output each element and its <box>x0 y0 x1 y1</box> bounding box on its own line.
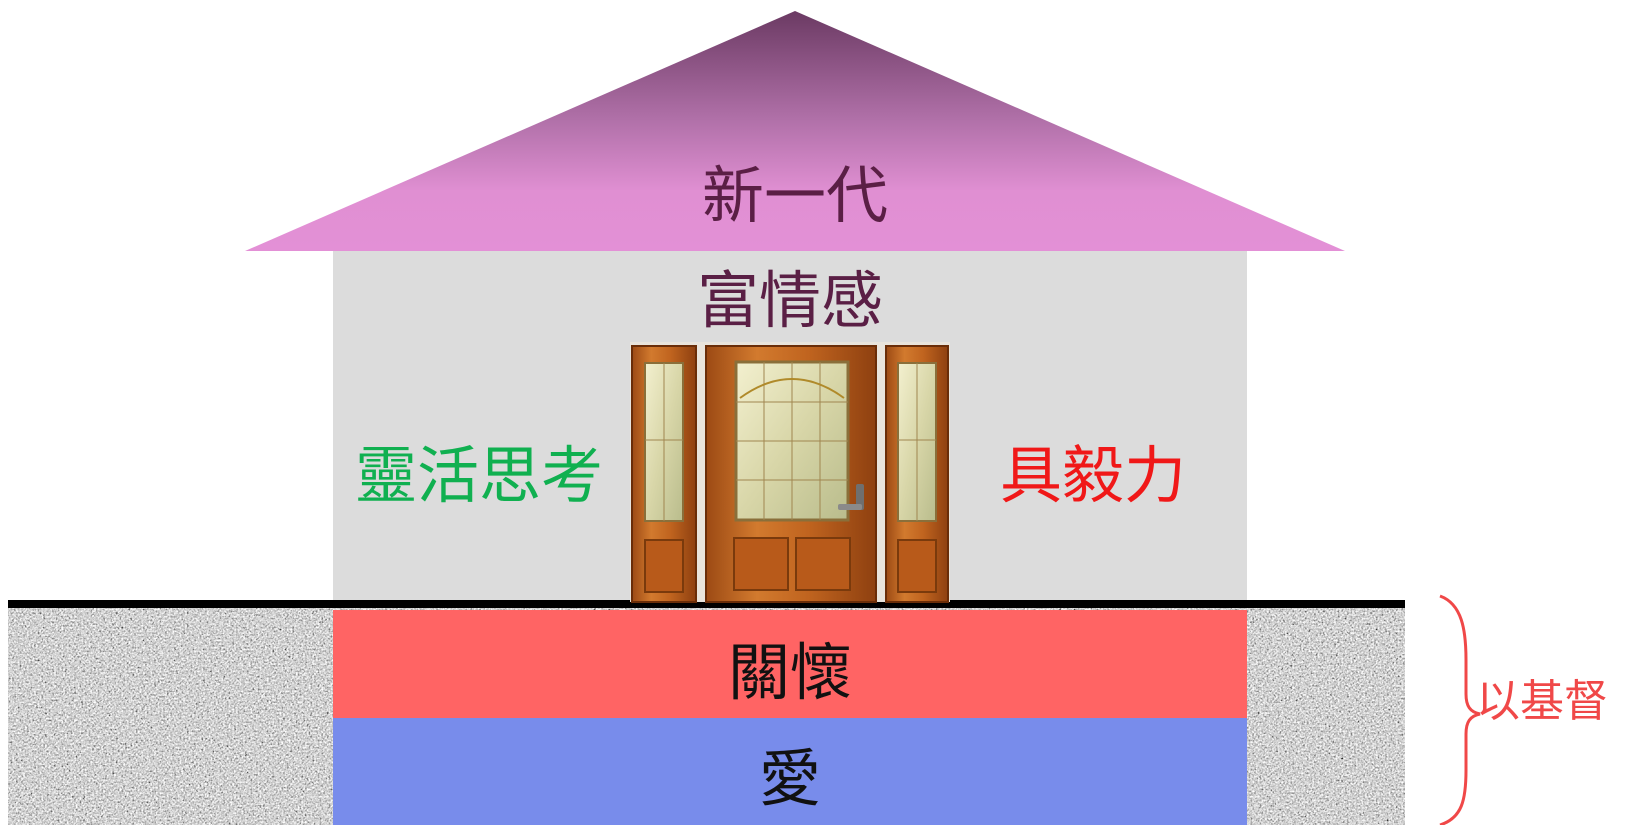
door-icon <box>630 342 950 603</box>
foundation-top-band <box>333 610 1247 718</box>
wall-label: 富情感 <box>696 264 883 337</box>
ground-line <box>8 600 1405 608</box>
foundation-bottom-band <box>333 718 1247 825</box>
left-pillar-label: 靈活思考 <box>355 439 604 512</box>
roof <box>245 11 1345 251</box>
curly-brace-icon <box>1439 594 1481 825</box>
roof-label: 新一代 <box>701 159 888 232</box>
right-pillar-label: 具毅力 <box>1000 439 1187 512</box>
brace-note-label: 以基督 <box>1476 676 1608 727</box>
foundation-top-label: 關懷 <box>727 636 852 709</box>
foundation-bottom-label: 愛 <box>758 742 821 815</box>
